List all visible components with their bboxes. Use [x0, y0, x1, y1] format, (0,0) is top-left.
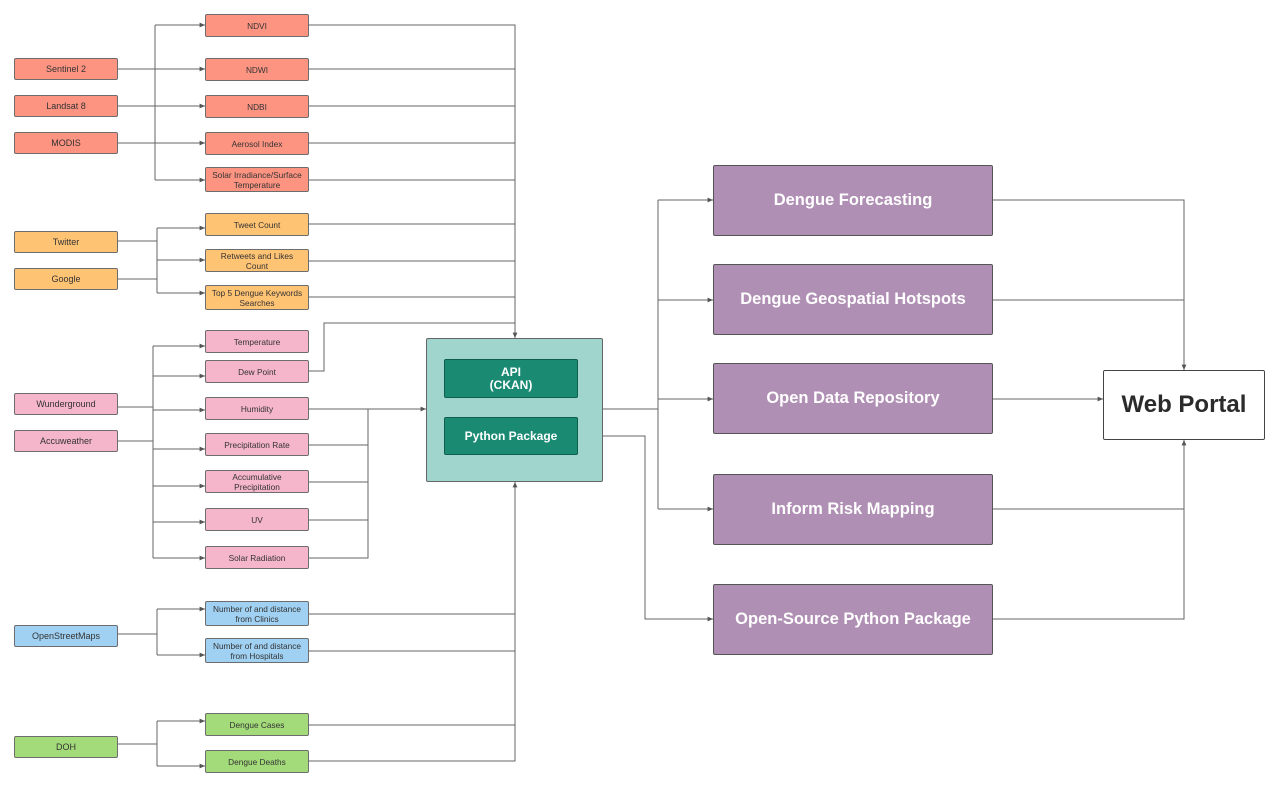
web-portal-label: Web Portal	[1121, 391, 1247, 418]
source-label: Wunderground	[36, 399, 96, 409]
source-label: DOH	[56, 742, 76, 752]
feature-hospitals[interactable]: Number of and distance from Hospitals	[205, 638, 309, 663]
feature-label: Tweet Count	[233, 219, 281, 230]
feature-label: Temperature	[233, 336, 281, 347]
web-portal[interactable]: Web Portal	[1103, 370, 1265, 440]
feature-label: Aerosol Index	[231, 138, 283, 149]
source-modis[interactable]: MODIS	[14, 132, 118, 154]
source-sentinel-2[interactable]: Sentinel 2	[14, 58, 118, 80]
source-label: MODIS	[51, 138, 81, 148]
output-label: Inform Risk Mapping	[771, 500, 935, 518]
feature-accumulative-precipitation[interactable]: Accumulative Precipitation	[205, 470, 309, 493]
feature-label: Accumulative Precipitation	[232, 471, 282, 492]
source-label: Twitter	[52, 237, 80, 247]
api-label: API (CKAN)	[489, 364, 533, 392]
feature-label: NDBI	[247, 101, 267, 112]
feature-tweet-count[interactable]: Tweet Count	[205, 213, 309, 236]
feature-label: Retweets and Likes Count	[220, 250, 294, 271]
source-label: OpenStreetMaps	[31, 631, 101, 641]
feature-label: Top 5 Dengue Keywords Searches	[211, 287, 303, 308]
feature-retweets-likes[interactable]: Retweets and Likes Count	[205, 249, 309, 272]
feature-label: NDWI	[245, 64, 269, 75]
feature-dengue-cases[interactable]: Dengue Cases	[205, 713, 309, 736]
feature-dew-point[interactable]: Dew Point	[205, 360, 309, 383]
output-open-source-python-package[interactable]: Open-Source Python Package	[713, 584, 993, 655]
output-open-data-repository[interactable]: Open Data Repository	[713, 363, 993, 434]
source-label: Landsat 8	[46, 101, 86, 111]
source-label: Sentinel 2	[45, 64, 87, 74]
api-ckan-button[interactable]: API (CKAN)	[444, 359, 578, 398]
source-wunderground[interactable]: Wunderground	[14, 393, 118, 415]
source-label: Accuweather	[39, 436, 93, 446]
source-landsat-8[interactable]: Landsat 8	[14, 95, 118, 117]
feature-label: Number of and distance from Clinics	[212, 603, 302, 624]
feature-solar-irradiance[interactable]: Solar Irradiance/Surface Temperature	[205, 167, 309, 192]
feature-uv[interactable]: UV	[205, 508, 309, 531]
output-inform-risk-mapping[interactable]: Inform Risk Mapping	[713, 474, 993, 545]
source-doh[interactable]: DOH	[14, 736, 118, 758]
feature-humidity[interactable]: Humidity	[205, 397, 309, 420]
feature-temperature[interactable]: Temperature	[205, 330, 309, 353]
output-label: Dengue Geospatial Hotspots	[740, 290, 966, 308]
feature-ndwi[interactable]: NDWI	[205, 58, 309, 81]
output-label: Open-Source Python Package	[735, 610, 971, 628]
feature-solar-radiation[interactable]: Solar Radiation	[205, 546, 309, 569]
feature-label: Solar Irradiance/Surface Temperature	[212, 169, 302, 190]
feature-label: Dew Point	[238, 366, 276, 377]
feature-label: Number of and distance from Hospitals	[212, 640, 302, 661]
output-label: Dengue Forecasting	[773, 191, 933, 209]
output-geospatial-hotspots[interactable]: Dengue Geospatial Hotspots	[713, 264, 993, 335]
source-accuweather[interactable]: Accuweather	[14, 430, 118, 452]
source-google[interactable]: Google	[14, 268, 118, 290]
feature-label: Solar Radiation	[228, 552, 286, 563]
feature-aerosol-index[interactable]: Aerosol Index	[205, 132, 309, 155]
feature-precipitation-rate[interactable]: Precipitation Rate	[205, 433, 309, 456]
feature-ndvi[interactable]: NDVI	[205, 14, 309, 37]
feature-label: Precipitation Rate	[224, 439, 290, 450]
python-package-label: Python Package	[464, 428, 558, 443]
feature-top5-keywords[interactable]: Top 5 Dengue Keywords Searches	[205, 285, 309, 310]
output-label: Open Data Repository	[766, 389, 940, 407]
feature-label: UV	[251, 514, 263, 525]
feature-dengue-deaths[interactable]: Dengue Deaths	[205, 750, 309, 773]
feature-label: NDVI	[247, 20, 267, 31]
feature-label: Dengue Deaths	[228, 756, 286, 767]
feature-ndbi[interactable]: NDBI	[205, 95, 309, 118]
source-label: Google	[51, 274, 81, 284]
python-package-button[interactable]: Python Package	[444, 417, 578, 455]
output-dengue-forecasting[interactable]: Dengue Forecasting	[713, 165, 993, 236]
feature-label: Humidity	[240, 403, 274, 414]
feature-clinics[interactable]: Number of and distance from Clinics	[205, 601, 309, 626]
source-openstreetmaps[interactable]: OpenStreetMaps	[14, 625, 118, 647]
feature-label: Dengue Cases	[229, 719, 285, 730]
source-twitter[interactable]: Twitter	[14, 231, 118, 253]
